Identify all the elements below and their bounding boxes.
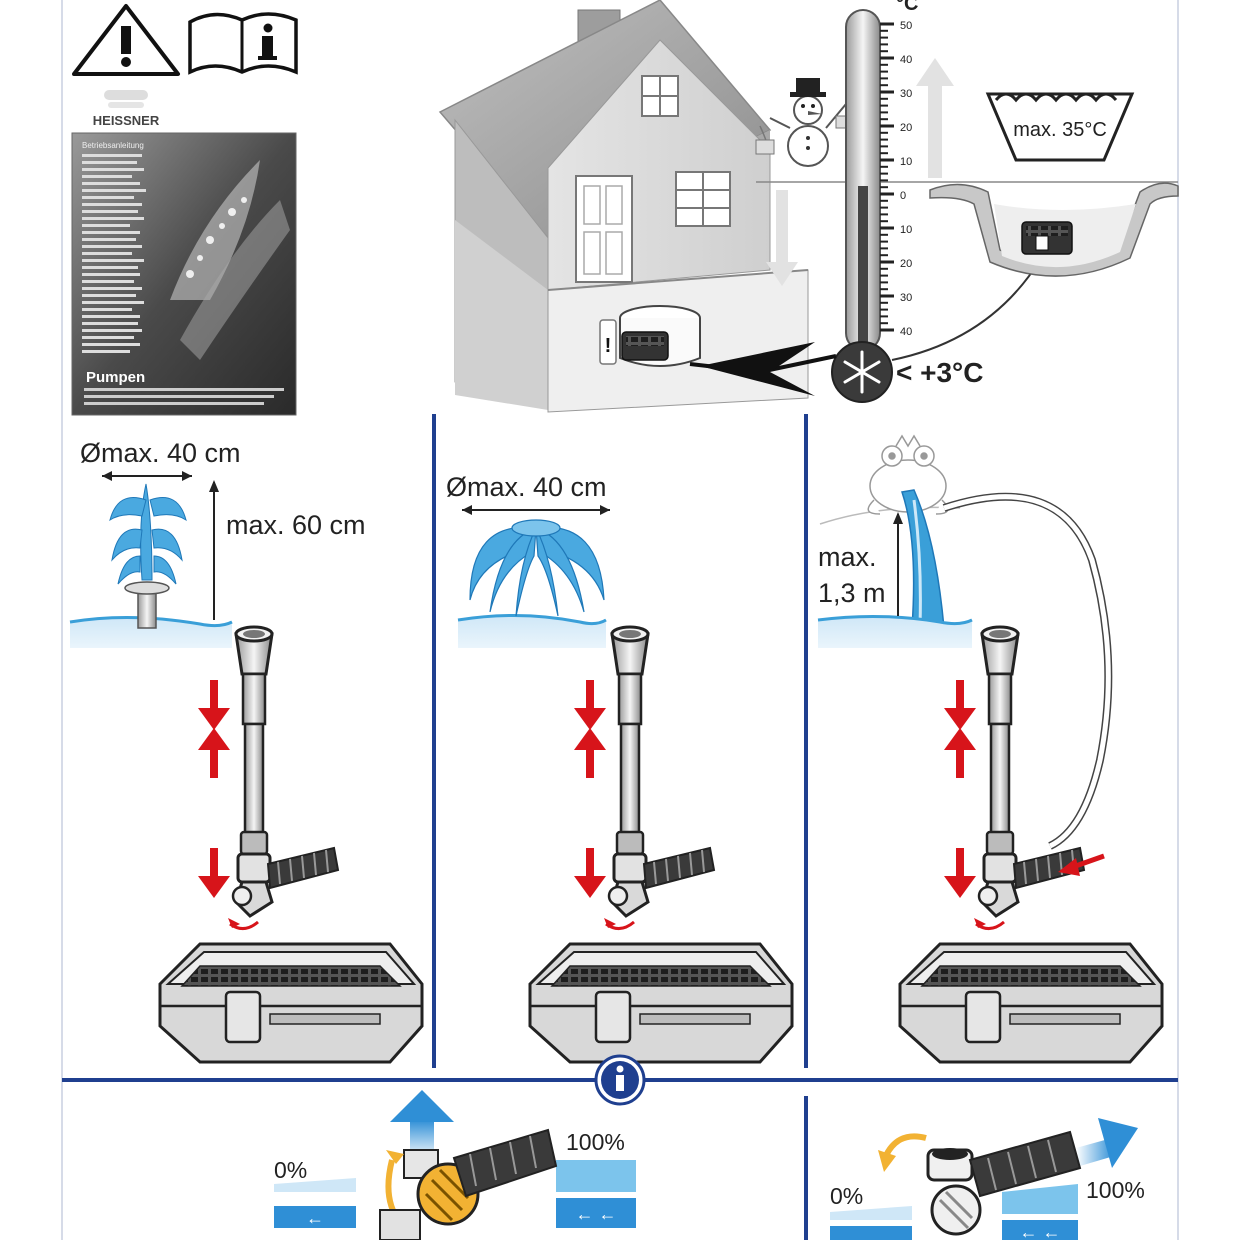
house-illustration: ! xyxy=(438,0,1178,413)
manual-booklet: HEISSNER Betriebsanleitung Pumpen xyxy=(71,90,297,416)
frog-figure xyxy=(867,434,949,515)
scale-label: 50 xyxy=(900,20,912,32)
garden-pond xyxy=(929,182,1179,277)
info-circle-icon xyxy=(594,1054,646,1106)
thermometer-unit: °C xyxy=(896,0,918,15)
panel-3-height-line2: 1,3 m xyxy=(818,578,886,608)
max-temperature-bowl: max. 35°C xyxy=(916,58,1135,178)
snowman-illustration xyxy=(755,78,849,167)
booklet-heading: Betriebsanleitung xyxy=(82,141,144,150)
panel-3-height-line1: max. xyxy=(818,542,877,572)
flow-regulator-vertical: 0% ← 100% ← ← xyxy=(274,1090,636,1240)
info-manual-icon xyxy=(188,12,298,75)
scale-label: 40 xyxy=(900,54,912,66)
thermometer: °C 50 40 30 20 10 0 10 20 30 40 < +3°C xyxy=(689,0,1041,403)
svg-text:← ←: ← ← xyxy=(1019,1222,1060,1240)
panel-1-height-label: max. 60 cm xyxy=(226,510,366,540)
right-min-flow-label: 0% xyxy=(830,1183,863,1209)
left-max-flow-label: 100% xyxy=(566,1129,625,1155)
snowflake-icon xyxy=(843,350,881,394)
right-max-flow-label: 100% xyxy=(1086,1177,1145,1203)
left-max-flow-bar xyxy=(556,1198,636,1228)
flow-regulator-horizontal: 0% 100% ← ← xyxy=(830,1118,1145,1240)
booklet-language-list xyxy=(82,154,146,353)
panel-fountain-nozzle: Ømax. 40 cm max. 60 cm xyxy=(69,438,424,1064)
svg-text:← ←: ← ← xyxy=(575,1204,616,1224)
thermometer-scale: 50 40 30 20 10 0 10 20 30 40 xyxy=(880,20,912,338)
max-temperature-label: max. 35°C xyxy=(1013,119,1107,141)
scale-label: 30 xyxy=(900,292,912,304)
scale-label: 20 xyxy=(900,122,912,134)
min-temperature-label: < +3°C xyxy=(896,357,983,388)
right-max-flow-bar xyxy=(1002,1220,1078,1240)
scale-label: 10 xyxy=(900,224,912,236)
svg-text:!: ! xyxy=(605,335,612,357)
left-min-flow-label: 0% xyxy=(274,1157,307,1183)
booklet-brand: HEISSNER xyxy=(93,113,160,128)
right-min-flow-bar xyxy=(830,1226,912,1240)
panel-water-feature: max. 1,3 m xyxy=(817,434,1164,1064)
scale-label: 10 xyxy=(900,156,912,168)
panel-2-diameter-label: Ømax. 40 cm xyxy=(446,472,607,502)
scale-label: 0 xyxy=(900,190,906,202)
warning-triangle-icon xyxy=(72,4,180,76)
svg-text:←: ← xyxy=(306,1208,324,1228)
booklet-title: Pumpen xyxy=(86,369,145,386)
panel-umbrella-nozzle: Ømax. 40 cm xyxy=(446,472,794,1064)
scale-label: 20 xyxy=(900,258,912,270)
scale-label: 30 xyxy=(900,88,912,100)
panel-1-diameter-label: Ømax. 40 cm xyxy=(80,438,241,468)
left-min-flow-bar xyxy=(274,1206,356,1228)
scale-label: 40 xyxy=(900,326,912,338)
